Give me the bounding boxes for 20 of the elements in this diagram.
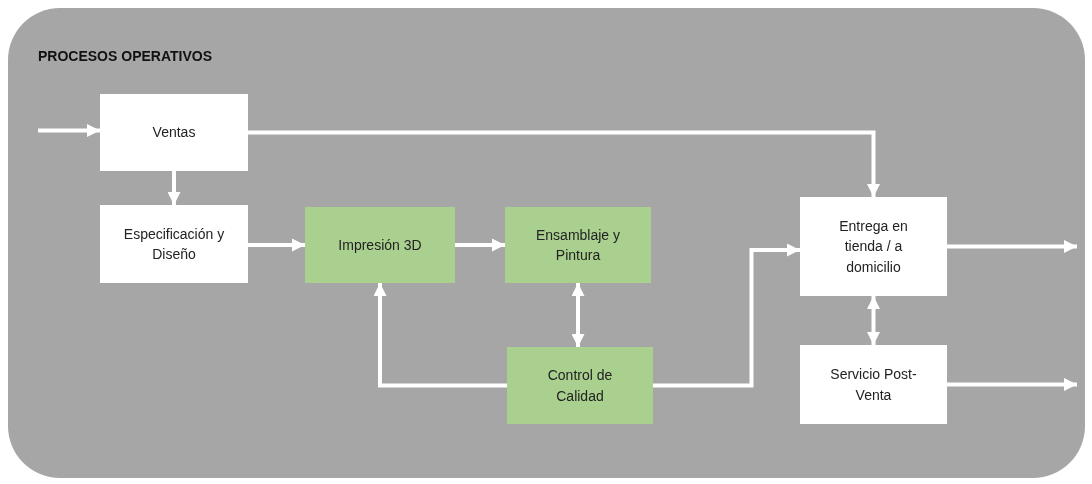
panel-background [8,8,1085,478]
process-box: Control de Calidad [507,347,653,424]
arrow [571,283,585,347]
process-box: Especificación y Diseño [100,205,248,283]
process-box: Ensamblaje y Pintura [505,207,651,283]
process-box: Ventas [100,94,248,171]
arrow [248,238,305,252]
arrow [455,238,505,252]
arrow [373,283,507,388]
arrow [947,240,1077,253]
arrow [38,124,100,137]
arrow [947,378,1077,391]
process-box: Entrega en tienda / a domicilio [800,197,947,296]
arrow [653,243,800,388]
arrow [248,130,880,197]
process-box: Servicio Post-Venta [800,345,947,424]
arrow [167,171,181,205]
process-box: Impresión 3D [305,207,455,283]
arrow [867,296,880,345]
panel-heading: PROCESOS OPERATIVOS [38,47,212,66]
